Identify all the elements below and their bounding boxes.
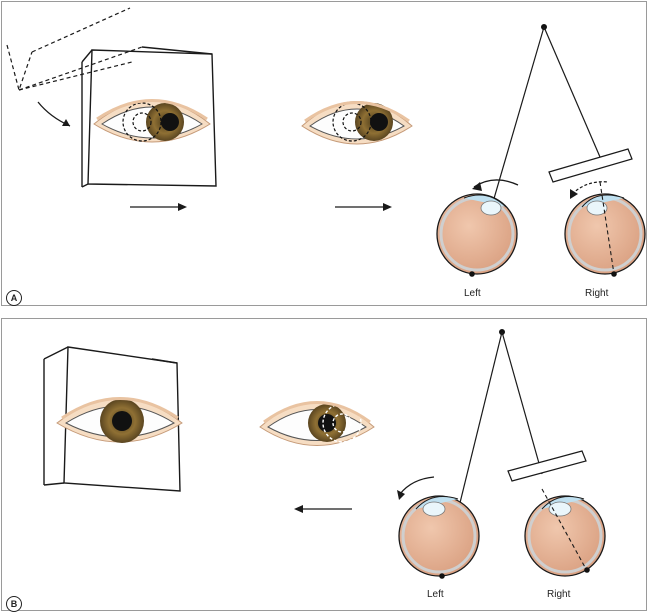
panel-badge-b: B	[6, 596, 22, 612]
panel-b: B Left Right	[1, 318, 647, 612]
rotation-arrow-icon	[571, 181, 609, 195]
eye-label-right-b: Right	[547, 589, 571, 600]
globe-right-b	[524, 488, 606, 577]
panel-a-artwork	[6, 7, 646, 277]
prism-icon	[548, 148, 633, 183]
panel-b-artwork	[43, 329, 606, 579]
globe-left-b	[398, 495, 480, 579]
eye-covered-a	[93, 99, 211, 143]
globe-right-a	[564, 181, 646, 277]
eye-uncovered-a	[301, 101, 413, 145]
globe-left-a	[436, 193, 518, 277]
eye-label-right-a: Right	[585, 288, 609, 299]
cover-occluder-icon	[81, 46, 217, 188]
prism-icon	[507, 450, 587, 482]
rotation-arrow-icon	[399, 476, 435, 495]
eye-uncovered-b	[259, 401, 375, 446]
panel-badge-a: A	[6, 290, 22, 306]
occluder-motion-trace	[6, 7, 143, 93]
eye-label-left-a: Left	[464, 288, 481, 299]
eye-covered-b	[56, 397, 183, 443]
direction-arrow-icon	[130, 203, 392, 211]
panel-a: A Left Right	[1, 1, 647, 306]
direction-arrow-icon	[294, 505, 352, 513]
eye-label-left-b: Left	[427, 589, 444, 600]
cover-occluder-icon	[43, 346, 181, 492]
